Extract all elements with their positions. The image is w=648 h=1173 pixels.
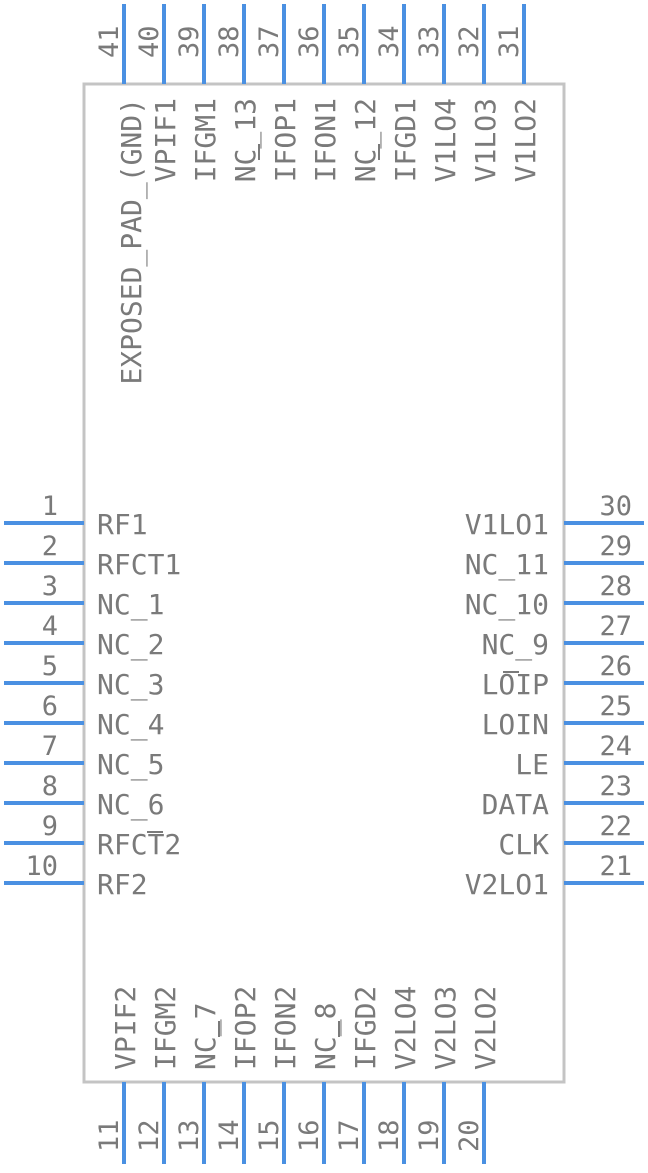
pin-vpif2-label: VPIF2	[109, 986, 142, 1070]
pin-nc-12-label: NC_12	[349, 98, 383, 182]
pin-24-number: 24	[599, 731, 632, 762]
pin-v1lo3-label: V1LO3	[469, 98, 502, 182]
pin-rfct2-label: RFCT2	[97, 828, 181, 861]
pin-ifgm2-label: IFGM2	[149, 986, 182, 1070]
pin-clk-label: CLK	[498, 828, 549, 861]
pin-5-number: 5	[42, 651, 58, 682]
pin-nc-6-label: NC_6	[97, 788, 164, 822]
pin-6-number: 6	[42, 691, 58, 722]
pin-18-number: 18	[374, 1119, 405, 1152]
pin-nc-10-label: NC_10	[465, 588, 549, 622]
pin-31-number: 31	[494, 25, 525, 58]
pin-ifgd1-label: IFGD1	[389, 98, 422, 182]
pin-ifgm1-label: IFGM1	[189, 98, 222, 182]
pin-12-number: 12	[134, 1119, 165, 1152]
exposed-pad-label: EXPOSED_PAD_(GND)	[115, 98, 149, 385]
ic-body	[82, 82, 566, 1084]
pin-ifop1-label: IFOP1	[269, 98, 302, 182]
pin-10-number: 10	[25, 851, 58, 882]
pin-ifop2-label: IFOP2	[229, 986, 262, 1070]
pin-ifgd2-label: IFGD2	[349, 986, 382, 1070]
pin-34-number: 34	[374, 25, 405, 58]
pin-17-number: 17	[334, 1119, 365, 1152]
pin-8-number: 8	[42, 771, 58, 802]
pin-19-number: 19	[414, 1119, 445, 1152]
pin-v2lo3-label: V2LO3	[429, 986, 462, 1070]
pin-37-number: 37	[254, 25, 285, 58]
pin-1-number: 1	[42, 491, 58, 522]
pin-v1lo4-label: V1LO4	[429, 98, 462, 182]
pin-v1lo1-label: V1LO1	[465, 508, 549, 541]
pin-rf1-label: RF1	[97, 508, 148, 541]
pin-nc-3-label: NC_3	[97, 668, 164, 702]
pin-15-number: 15	[254, 1119, 285, 1152]
pin-26-number: 26	[599, 651, 632, 682]
pin-data-label: DATA	[482, 788, 550, 821]
pin-39-number: 39	[174, 25, 205, 58]
pin-2-number: 2	[42, 531, 58, 562]
pin-14-number: 14	[214, 1119, 245, 1152]
pin-rfct1-label: RFCT1	[97, 548, 181, 581]
pin-3-number: 3	[42, 571, 58, 602]
pin-le-label: LE	[515, 748, 549, 781]
pins-layer	[4, 4, 644, 1164]
pin-nc-4-label: NC_4	[97, 708, 164, 742]
pin-4-number: 4	[42, 611, 58, 642]
pin-loin-label: LOIN	[482, 708, 549, 741]
pin-40-number: 40	[134, 25, 165, 58]
pin-v2lo1-label: V2LO1	[465, 868, 549, 901]
pin-nc-8-label: NC_8	[309, 1003, 343, 1070]
pin-nc-2-label: NC_2	[97, 628, 164, 662]
pin-ifon2-label: IFON2	[269, 986, 302, 1070]
pin-v2lo2-label: V2LO2	[469, 986, 502, 1070]
pin-9-number: 9	[42, 811, 58, 842]
pin-16-number: 16	[294, 1119, 325, 1152]
pin-32-number: 32	[454, 25, 485, 58]
pin-vpif1-label: VPIF1	[149, 98, 182, 182]
pin-41-number: 41	[94, 25, 125, 58]
pin-27-number: 27	[599, 611, 632, 642]
pin-33-number: 33	[414, 25, 445, 58]
pin-nc-11-label: NC_11	[465, 548, 549, 582]
pin-nc-5-label: NC_5	[97, 748, 164, 782]
pin-nc-9-label: NC_9	[482, 628, 549, 662]
pin-13-number: 13	[174, 1119, 205, 1152]
pin-22-number: 22	[599, 811, 632, 842]
pin-35-number: 35	[334, 25, 365, 58]
pin-29-number: 29	[599, 531, 632, 562]
pin-v2lo4-label: V2LO4	[389, 986, 422, 1070]
pin-v1lo2-label: V1LO2	[509, 98, 542, 182]
pin-11-number: 11	[94, 1119, 125, 1152]
pin-25-number: 25	[599, 691, 632, 722]
pin-36-number: 36	[294, 25, 325, 58]
pin-nc-7-label: NC_7	[189, 1003, 223, 1070]
pin-20-number: 20	[454, 1119, 485, 1152]
pin-7-number: 7	[42, 731, 58, 762]
pin-rf2-label: RF2	[97, 868, 148, 901]
pin-nc-13-label: NC_13	[229, 98, 263, 182]
pin-30-number: 30	[599, 491, 632, 522]
pin-loip-label: LOIP	[482, 668, 549, 701]
pin-38-number: 38	[214, 25, 245, 58]
pin-21-number: 21	[599, 851, 632, 882]
pin-28-number: 28	[599, 571, 632, 602]
pin-nc-1-label: NC_1	[97, 588, 164, 622]
pin-ifon1-label: IFON1	[309, 98, 342, 182]
pin-23-number: 23	[599, 771, 632, 802]
